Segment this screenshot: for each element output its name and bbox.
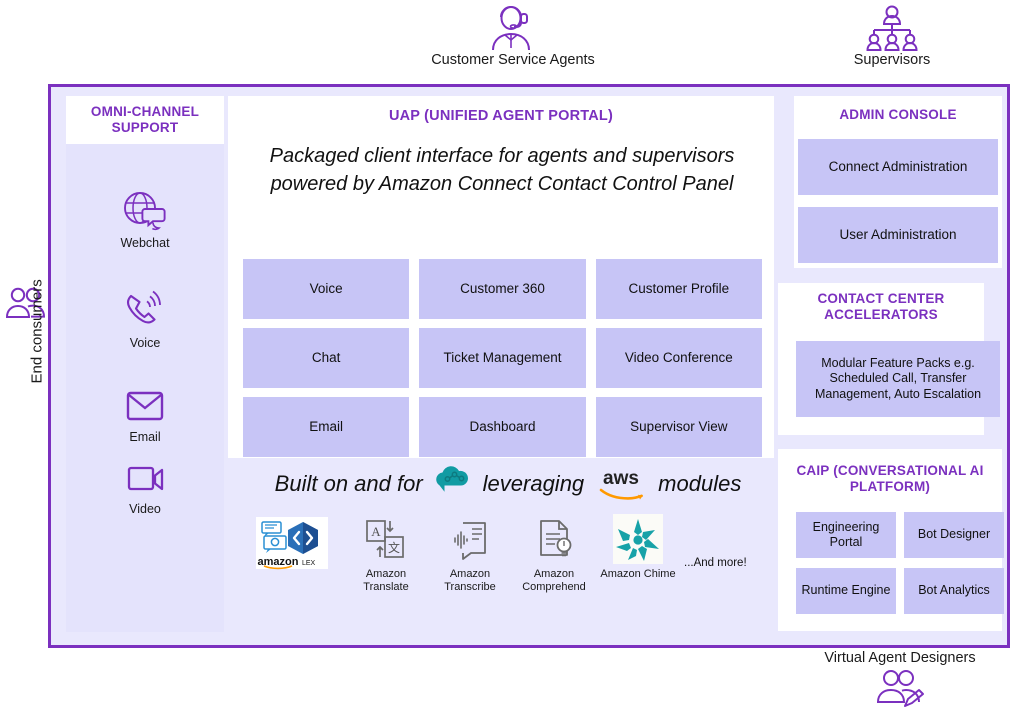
- uap-module-tile[interactable]: Video Conference: [595, 328, 762, 388]
- service-amazon-lex[interactable]: amazon LEX: [240, 514, 344, 572]
- channel-video[interactable]: Video: [66, 462, 224, 516]
- amazon-chime-icon: [613, 514, 663, 564]
- actor-supervisors: Supervisors: [832, 4, 952, 68]
- built-on-strip: Built on and for leveraging aws modules: [248, 466, 768, 502]
- channel-webchat[interactable]: Webchat: [66, 190, 224, 250]
- svg-text:amazon: amazon: [258, 556, 299, 568]
- service-label: Amazon Chime: [600, 568, 676, 580]
- admin-console-item[interactable]: User Administration: [798, 207, 998, 263]
- uap-module-tile[interactable]: Email: [243, 397, 410, 457]
- service-amazon-translate[interactable]: A 文 Amazon Translate: [344, 514, 428, 594]
- service-label: Amazon Translate: [363, 568, 409, 594]
- service-amazon-comprehend[interactable]: Amazon Comprehend: [512, 514, 596, 594]
- svg-text:LEX: LEX: [302, 560, 316, 567]
- caip-item[interactable]: Engineering Portal: [796, 512, 896, 558]
- amazon-translate-icon: A 文: [366, 520, 404, 558]
- org-chart-people-icon: [866, 5, 918, 51]
- built-on-suffix: modules: [658, 471, 742, 496]
- end-consumers-label: End consumers: [28, 279, 46, 384]
- envelope-icon: [126, 391, 164, 421]
- channel-label: Video: [129, 502, 161, 516]
- two-people-icon: [6, 287, 46, 318]
- headset-agent-icon: [492, 6, 530, 51]
- uap-module-tile[interactable]: Customer Profile: [595, 259, 762, 319]
- actor-label: Supervisors: [853, 52, 931, 68]
- service-label: Amazon Transcribe: [444, 568, 496, 594]
- svg-text:aws: aws: [603, 468, 639, 489]
- video-camera-icon: [127, 466, 164, 491]
- actor-end-consumers: [6, 286, 46, 320]
- channel-label: Voice: [129, 336, 161, 350]
- uap-module-tile[interactable]: Chat: [243, 328, 410, 388]
- admin-console-title: ADMIN CONSOLE: [839, 107, 957, 122]
- uap-module-grid: Voice Customer 360 Customer Profile Chat…: [243, 259, 762, 457]
- aws-logo: aws: [599, 468, 644, 500]
- amazon-comprehend-icon: [540, 520, 572, 557]
- channel-email[interactable]: Email: [66, 388, 224, 444]
- omni-channel-header-bg: [66, 96, 224, 144]
- channel-label: Webchat: [120, 236, 170, 250]
- and-more-label: ...And more!: [684, 557, 747, 569]
- service-label: Amazon Comprehend: [522, 568, 586, 594]
- uap-module-tile[interactable]: Dashboard: [419, 397, 586, 457]
- service-amazon-transcribe[interactable]: Amazon Transcribe: [428, 514, 512, 594]
- actor-label: Customer Service Agents: [431, 52, 595, 68]
- actor-virtual-agent-designers: Virtual Agent Designers: [798, 650, 1002, 708]
- built-on-middle: leveraging: [482, 471, 585, 496]
- svg-text:文: 文: [388, 540, 400, 555]
- caip-item[interactable]: Bot Analytics: [904, 568, 1004, 614]
- service-amazon-chime[interactable]: Amazon Chime: [596, 514, 680, 581]
- uap-module-tile[interactable]: Supervisor View: [595, 397, 762, 457]
- channel-label: Email: [129, 430, 161, 444]
- actor-label: Virtual Agent Designers: [824, 650, 976, 666]
- caip-title: CAIP (CONVERSATIONAL AI PLATFORM): [796, 463, 984, 494]
- built-on-prefix: Built on and for: [274, 471, 423, 496]
- amazon-lex-icon: amazon LEX: [256, 517, 328, 570]
- amazon-connect-cloud-icon: [435, 466, 468, 492]
- contact-center-accelerators-title: CONTACT CENTER ACCELERATORS: [817, 291, 945, 322]
- globe-chat-icon: [124, 192, 166, 231]
- amazon-transcribe-icon: [454, 522, 486, 560]
- contact-center-accelerators-body[interactable]: Modular Feature Packs e.g. Scheduled Cal…: [796, 341, 1000, 417]
- phone-waves-icon: [126, 290, 161, 324]
- channel-voice[interactable]: Voice: [66, 290, 224, 350]
- aws-services-row: amazon LEX A 文 Amazon Translate: [240, 514, 780, 612]
- actor-customer-service-agents: Customer Service Agents: [428, 4, 598, 68]
- uap-module-tile[interactable]: Voice: [243, 259, 410, 319]
- omni-channel-title: OMNI-CHANNEL SUPPORT: [90, 104, 200, 135]
- caip-item[interactable]: Bot Designer: [904, 512, 1004, 558]
- uap-module-tile[interactable]: Ticket Management: [419, 328, 586, 388]
- uap-module-tile[interactable]: Customer 360: [419, 259, 586, 319]
- uap-title: UAP (UNIFIED AGENT PORTAL): [388, 108, 614, 124]
- uap-description: Packaged client interface for agents and…: [269, 145, 735, 196]
- admin-console-item[interactable]: Connect Administration: [798, 139, 998, 195]
- omni-channel-body: [66, 144, 224, 632]
- caip-grid: Engineering Portal Bot Designer Runtime …: [796, 512, 1004, 614]
- people-pencil-icon: [876, 670, 924, 707]
- caip-item[interactable]: Runtime Engine: [796, 568, 896, 614]
- svg-text:A: A: [371, 524, 381, 539]
